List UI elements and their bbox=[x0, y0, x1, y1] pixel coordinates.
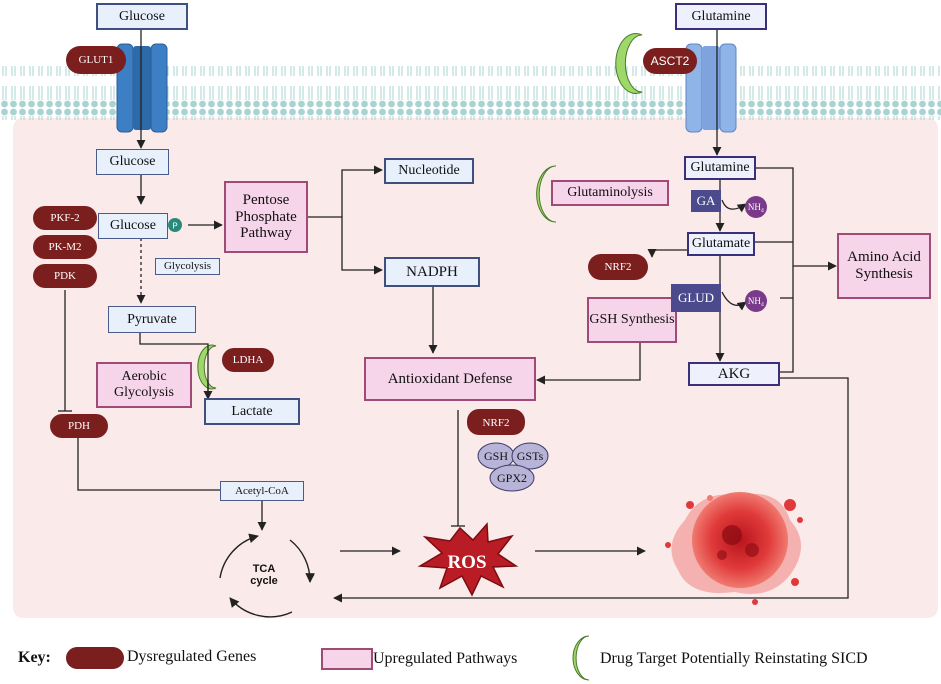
pentose-phosphate-pathway: Pentose Phosphate Pathway bbox=[224, 181, 308, 253]
key-title: Key: bbox=[18, 649, 51, 666]
gene-pkm2: PK-M2 bbox=[33, 235, 97, 259]
gene-asct2: ASCT2 bbox=[643, 48, 697, 74]
acetyl-coa: Acetyl-CoA bbox=[220, 481, 304, 501]
glutamate: Glutamate bbox=[687, 232, 755, 256]
glucose-phosphorylated: Glucose bbox=[98, 213, 168, 239]
lactate: Lactate bbox=[204, 398, 300, 425]
gsh-synthesis-pathway: GSH Synthesis bbox=[587, 297, 677, 343]
glucose-intracellular: Glucose bbox=[96, 149, 169, 175]
nh4-icon-1: NH₄ bbox=[745, 196, 767, 218]
glutamine-extracellular: Glutamine bbox=[675, 3, 767, 30]
key-drug-label: Drug Target Potentially Reinstating SICD bbox=[600, 650, 868, 667]
tca-cycle-label: TCA cycle bbox=[240, 558, 288, 592]
akg: AKG bbox=[688, 362, 780, 386]
antioxidant-defense-pathway: Antioxidant Defense bbox=[364, 357, 536, 401]
drug-target-asct2-icon bbox=[615, 33, 643, 94]
gene-pkf2: PKF-2 bbox=[33, 206, 97, 230]
gene-pdh: PDH bbox=[50, 414, 108, 438]
enzyme-ga: GA bbox=[691, 190, 721, 212]
enzyme-glud: GLUD bbox=[671, 284, 721, 312]
gsh-enzyme-label: GSH bbox=[484, 449, 508, 463]
nh4-icon-2: NH₄ bbox=[745, 290, 767, 312]
glycolysis-label: Glycolysis bbox=[155, 258, 220, 275]
amino-acid-synthesis-pathway: Amino Acid Synthesis bbox=[837, 233, 931, 299]
cell-death-icon bbox=[665, 492, 803, 605]
phosphate-icon bbox=[168, 218, 182, 232]
gsts-enzyme-label: GSTs bbox=[517, 449, 544, 463]
key-gene-swatch bbox=[66, 647, 124, 669]
key-pathway-swatch bbox=[321, 648, 373, 670]
nucleotide: Nucleotide bbox=[384, 158, 474, 184]
glucose-extracellular: Glucose bbox=[96, 3, 188, 30]
key-drug-target-icon bbox=[572, 635, 590, 681]
tca-label: TCA bbox=[252, 562, 276, 575]
glutaminolysis-pathway: Glutaminolysis bbox=[551, 180, 669, 206]
aerobic-glycolysis-pathway: Aerobic Glycolysis bbox=[96, 362, 192, 408]
glutamine-intracellular: Glutamine bbox=[684, 156, 756, 180]
key-genes-label: Dysregulated Genes bbox=[127, 648, 257, 665]
gene-ldha: LDHA bbox=[222, 348, 274, 372]
gene-nrf2-center bbox=[467, 409, 525, 435]
cycle-label: cycle bbox=[250, 575, 278, 587]
gene-nrf2-right: NRF2 bbox=[588, 254, 648, 280]
key-pathways-label: Upregulated Pathways bbox=[373, 650, 518, 667]
drug-target-glutaminolysis-icon bbox=[536, 165, 557, 223]
drug-target-ldha-icon bbox=[197, 344, 217, 390]
gpx2-enzyme-label: GPX2 bbox=[497, 471, 527, 485]
gene-pdk: PDK bbox=[33, 264, 97, 288]
gene-nrf2-center-label: NRF2 bbox=[483, 417, 510, 429]
pyruvate: Pyruvate bbox=[108, 306, 196, 333]
ros-star-icon bbox=[417, 522, 519, 597]
gene-glut1: GLUT1 bbox=[66, 46, 126, 74]
nadph: NADPH bbox=[384, 257, 480, 287]
ros-label: ROS bbox=[447, 552, 486, 573]
phosphate-label: P bbox=[172, 222, 177, 231]
